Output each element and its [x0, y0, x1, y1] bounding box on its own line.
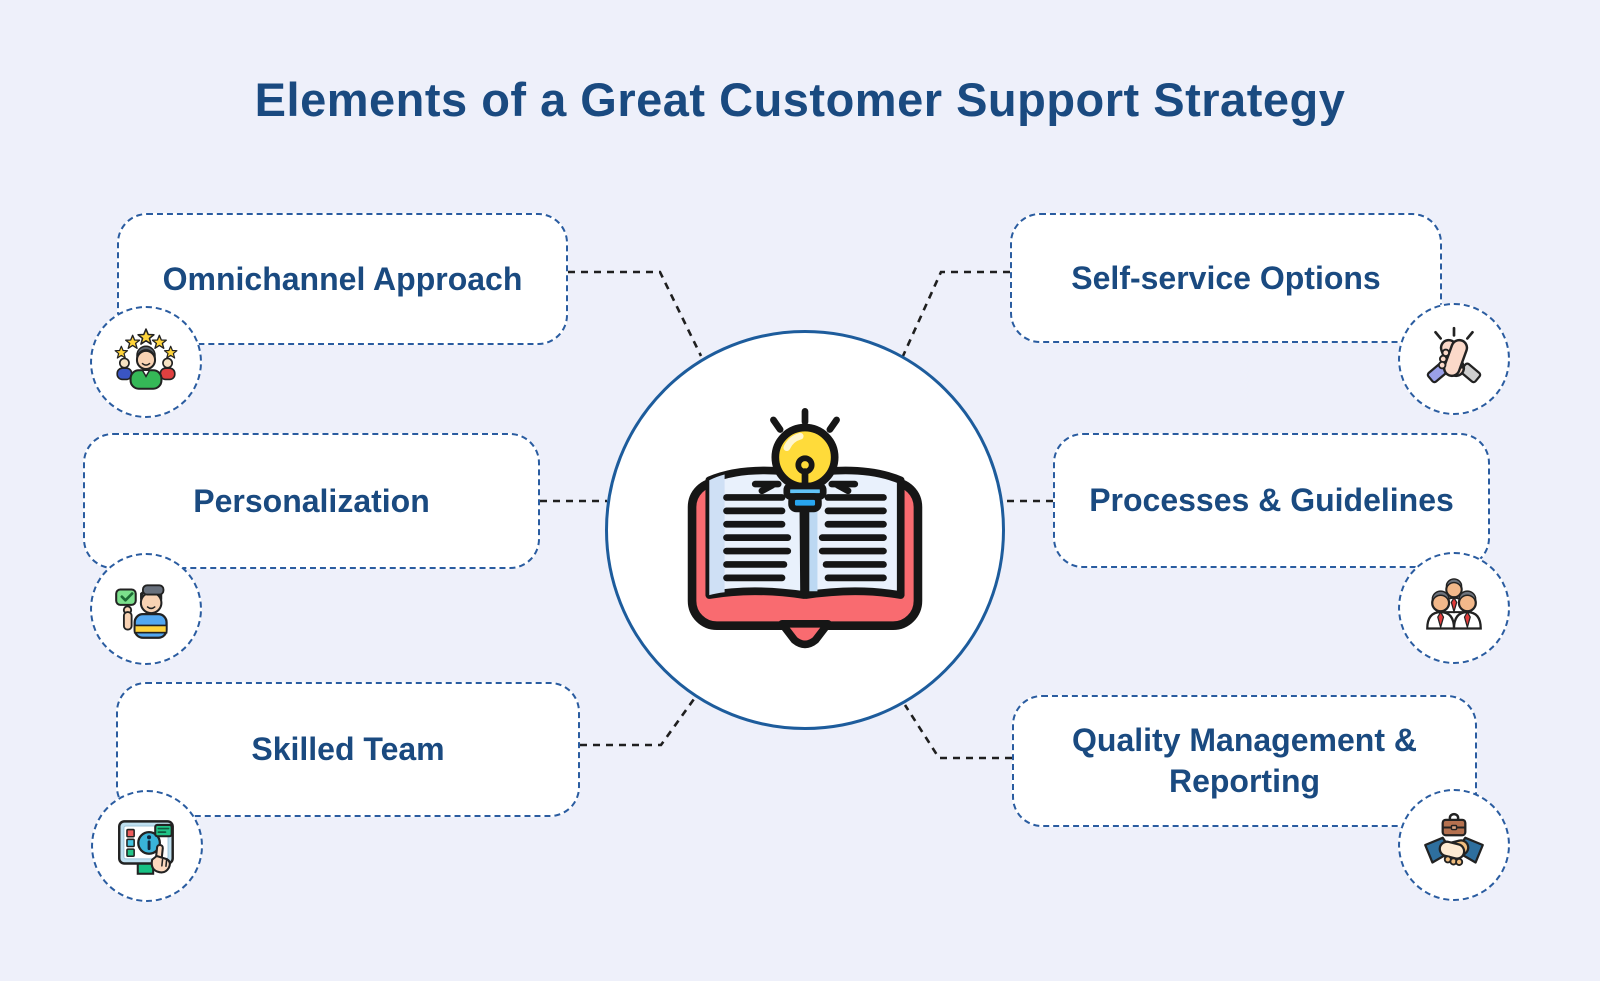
node-box-quality-management: Quality Management & Reporting	[1012, 695, 1477, 827]
node-label-processes: Processes & Guidelines	[1089, 482, 1454, 519]
support-team-icon	[1426, 578, 1482, 630]
node-box-personalization: Personalization	[83, 433, 540, 569]
icon-circle-omnichannel	[90, 306, 202, 418]
node-label-quality: Quality Management & Reporting	[1072, 722, 1417, 799]
customer-reviews-icon	[114, 328, 178, 390]
page-title: Elements of a Great Customer Support Str…	[254, 73, 1346, 126]
open-book-idea-icon	[687, 407, 923, 649]
node-label-personalization: Personalization	[193, 482, 430, 519]
node-label-skilled-team: Skilled Team	[251, 731, 445, 768]
thumbs-up-customer-icon	[115, 584, 168, 639]
connector-quality	[903, 704, 1012, 760]
icon-circle-skilled-team	[91, 790, 203, 902]
icon-circle-self-service	[1398, 303, 1510, 415]
node-box-omnichannel-approach: Omnichannel Approach	[117, 213, 568, 345]
node-box-self-service-options: Self-service Options	[1010, 213, 1442, 343]
icon-circle-processes	[1398, 552, 1510, 664]
node-label-self-service: Self-service Options	[1071, 259, 1381, 296]
business-handshake-icon	[1424, 812, 1484, 866]
node-label-omnichannel: Omnichannel Approach	[162, 260, 523, 297]
icon-circle-quality	[1398, 789, 1510, 901]
node-box-skilled-team: Skilled Team	[116, 682, 580, 817]
connector-selfservice	[901, 270, 1010, 357]
connector-skilled	[580, 698, 696, 747]
icon-circle-personalization	[90, 553, 202, 665]
info-screen-icon	[118, 820, 174, 875]
connector-omnichannel	[568, 270, 703, 357]
node-box-processes-guidelines: Processes & Guidelines	[1053, 433, 1490, 568]
high-five-icon	[1426, 326, 1482, 384]
center-circle	[605, 330, 1005, 730]
